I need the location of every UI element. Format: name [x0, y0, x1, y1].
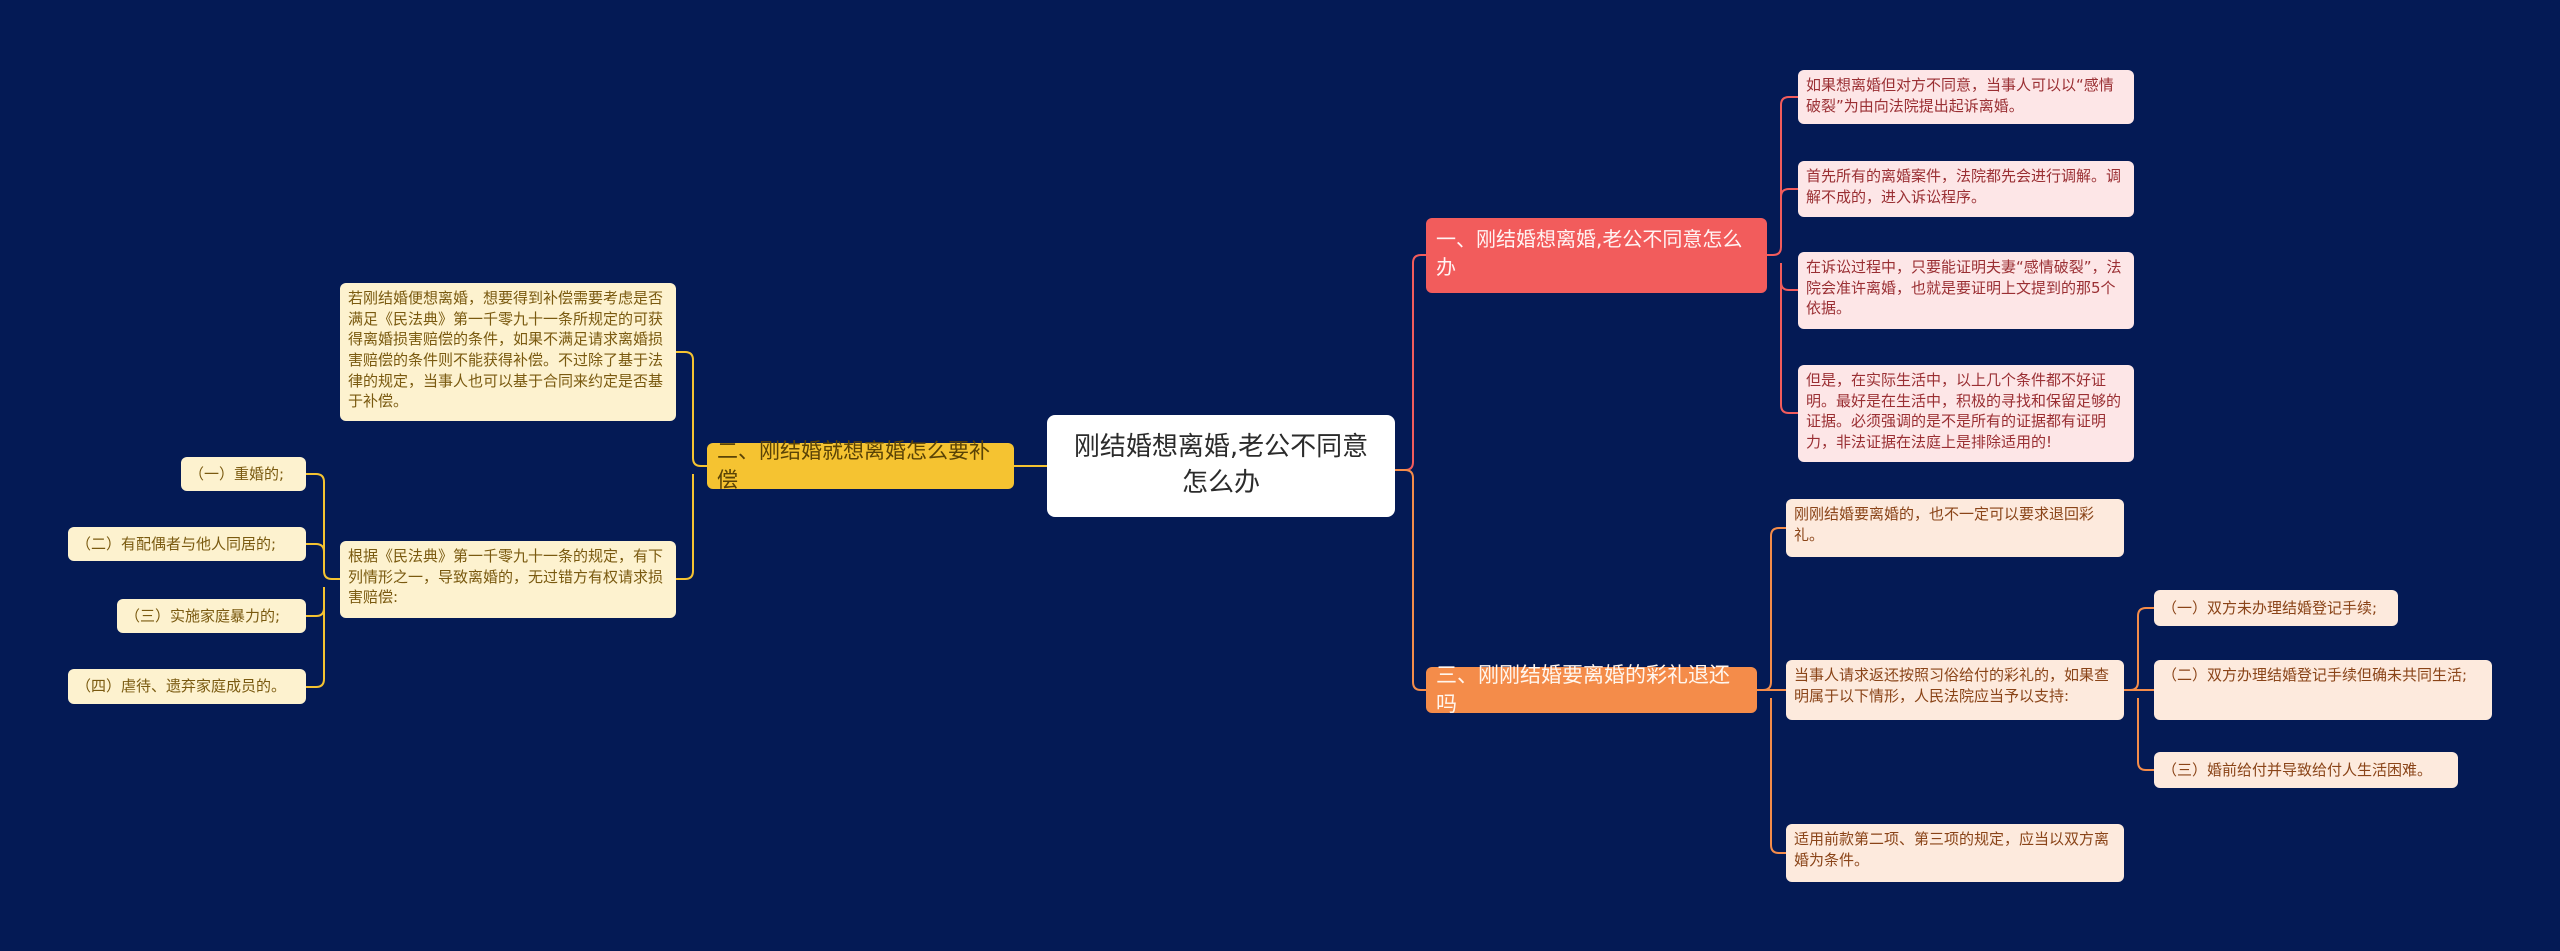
- branch-3-sub-2[interactable]: （二）双方办理结婚登记手续但确未共同生活;: [2154, 660, 2492, 720]
- branch-2-leaf-compensation[interactable]: 若刚结婚便想离婚，想要得到补偿需要考虑是否满足《民法典》第一千零九十一条所规定的…: [340, 283, 676, 421]
- branch-2-leaf-law-article[interactable]: 根据《民法典》第一千零九十一条的规定，有下列情形之一，导致离婚的，无过错方有权请…: [340, 541, 676, 618]
- branch-2-topic[interactable]: 二、刚结婚就想离婚怎么要补偿: [707, 439, 1014, 492]
- branch-3-sub-1[interactable]: （一）双方未办理结婚登记手续;: [2154, 590, 2398, 626]
- branch-2-sub-3[interactable]: （三）实施家庭暴力的;: [117, 599, 306, 633]
- branch-3-leaf-3[interactable]: 适用前款第二项、第三项的规定，应当以双方离婚为条件。: [1786, 824, 2124, 882]
- branch-3-topic[interactable]: 三、刚刚结婚要离婚的彩礼退还吗: [1426, 663, 1757, 716]
- branch-1-leaf-2[interactable]: 首先所有的离婚案件，法院都先会进行调解。调解不成的，进入诉讼程序。: [1798, 161, 2134, 217]
- branch-2-sub-2[interactable]: （二）有配偶者与他人同居的;: [68, 527, 306, 561]
- branch-3-sub-3[interactable]: （三）婚前给付并导致给付人生活困难。: [2154, 752, 2458, 788]
- branch-1-topic[interactable]: 一、刚结婚想离婚,老公不同意怎么办: [1426, 218, 1767, 293]
- branch-3-leaf-1[interactable]: 刚刚结婚要离婚的，也不一定可以要求退回彩礼。: [1786, 499, 2124, 557]
- branch-2-sub-1[interactable]: （一）重婚的;: [181, 457, 306, 491]
- root-topic[interactable]: 刚结婚想离婚,老公不同意怎么办: [1047, 415, 1395, 517]
- branch-3-leaf-2[interactable]: 当事人请求返还按照习俗给付的彩礼的，如果查明属于以下情形，人民法院应当予以支持:: [1786, 660, 2124, 720]
- branch-2-sub-4[interactable]: （四）虐待、遗弃家庭成员的。: [68, 669, 306, 704]
- branch-1-leaf-4[interactable]: 但是，在实际生活中，以上几个条件都不好证明。最好是在生活中，积极的寻找和保留足够…: [1798, 365, 2134, 462]
- branch-1-leaf-3[interactable]: 在诉讼过程中，只要能证明夫妻“感情破裂”，法院会准许离婚，也就是要证明上文提到的…: [1798, 252, 2134, 329]
- branch-1-leaf-1[interactable]: 如果想离婚但对方不同意，当事人可以以“感情破裂”为由向法院提出起诉离婚。: [1798, 70, 2134, 124]
